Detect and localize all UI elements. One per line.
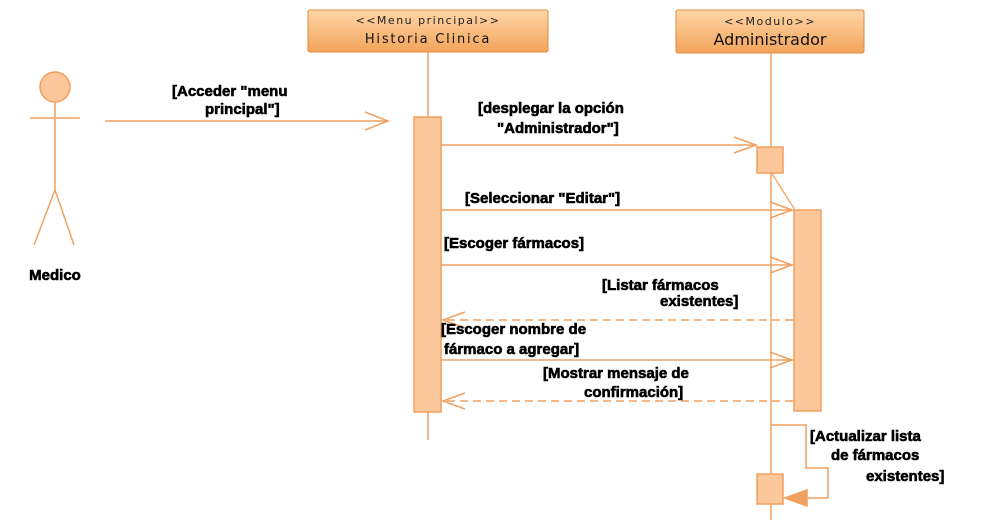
message-label: [Escoger fármacos]: [444, 235, 584, 252]
activation-bar-self: [756, 473, 784, 505]
lifeline-name: Historia Clinica: [365, 32, 491, 47]
message-label: [Seleccionar "Editar"]: [465, 190, 620, 207]
message-label: "Administrador"]: [497, 120, 619, 137]
message-label: fármaco a agregar]: [444, 341, 579, 358]
self-message-arrow[interactable]: [771, 424, 829, 508]
message-label: [Mostrar mensaje de: [543, 365, 689, 382]
lifeline-stereotype: <<Modulo>>: [724, 15, 816, 28]
message-arrows: [105, 111, 829, 508]
lifeline-header-box[interactable]: [675, 9, 865, 54]
message-label: existentes]: [866, 468, 944, 485]
stick-figure-icon: [30, 71, 80, 246]
message-label: [Actualizar lista: [810, 428, 922, 445]
message-label: existentes]: [660, 293, 738, 310]
message-labels: [Acceder "menu principal"] [desplegar la…: [172, 83, 945, 486]
message-arrow[interactable]: [105, 111, 391, 131]
actor-medico: Medico: [29, 71, 81, 284]
actor-name: Medico: [29, 267, 81, 284]
message-label: [Escoger nombre de: [441, 321, 586, 338]
lifeline-header-box[interactable]: [307, 9, 549, 53]
message-arrow[interactable]: [441, 351, 795, 369]
lifeline-administrador: <<Modulo>> Administrador: [675, 9, 865, 520]
activation-bar: [413, 116, 442, 413]
lifeline-name: Administrador: [714, 30, 827, 49]
message-label: principal"]: [205, 101, 280, 118]
message-label: [Acceder "menu: [172, 83, 287, 100]
message-label: [desplegar la opción: [478, 100, 624, 117]
message-label: de fármacos: [831, 447, 919, 464]
message-label: confirmación]: [584, 384, 683, 401]
message-arrow[interactable]: [441, 136, 759, 154]
message-arrow[interactable]: [441, 256, 795, 274]
message-label: [Listar fármacos: [602, 277, 719, 294]
activation-bar: [793, 209, 822, 412]
lifeline-stereotype: <<Menu principal>>: [356, 14, 501, 27]
message-arrow[interactable]: [441, 201, 795, 219]
return-arrow[interactable]: [440, 311, 793, 329]
activation-connector: [770, 171, 796, 211]
return-arrow[interactable]: [440, 392, 793, 410]
lifeline-historia-clinica: <<Menu principal>> Historia Clinica: [307, 9, 549, 440]
activation-bar-small: [756, 146, 784, 174]
